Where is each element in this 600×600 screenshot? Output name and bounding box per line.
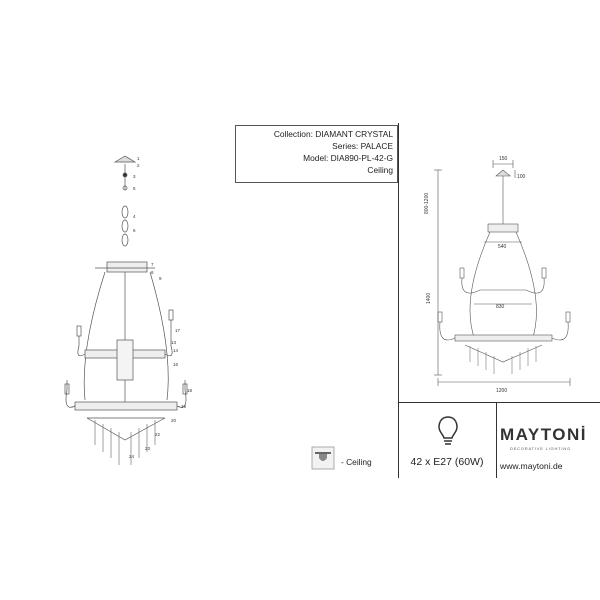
model-text: Model: DIA890-PL-42-G [303, 153, 393, 163]
technical-panel [398, 123, 600, 478]
brand-logo: MAYTONİ [500, 425, 588, 444]
svg-text:20: 20 [171, 418, 177, 423]
svg-text:6: 6 [133, 228, 136, 233]
collection-text: Collection: DIAMANT CRYSTAL [273, 129, 393, 139]
svg-text:5: 5 [133, 186, 136, 191]
svg-text:2: 2 [137, 163, 140, 168]
svg-text:17: 17 [175, 328, 181, 333]
brand-tagline: DECORATIVE LIGHTING [510, 446, 571, 451]
power-spec: 42 x E27 (60W) [410, 456, 484, 468]
product-info-box: Collection: DIAMANT CRYSTAL Series: PALA… [235, 125, 398, 183]
dim-top-label: 150 [499, 156, 508, 162]
panel-divider-horizontal [398, 402, 600, 403]
ceiling-label: - Ceiling [341, 457, 372, 467]
dim-body-height-label: 1400 [426, 293, 432, 304]
panel-divider-vertical [496, 402, 497, 478]
svg-text:24: 24 [129, 454, 135, 459]
svg-text:19: 19 [181, 404, 187, 409]
dim-ring-mid-label: 830 [496, 304, 505, 310]
light-bulb-icon [438, 416, 458, 445]
dim-ring-top-label: 540 [498, 244, 507, 250]
series-text: Series: PALACE [332, 141, 393, 151]
svg-text:18: 18 [187, 388, 193, 393]
svg-text:1: 1 [137, 156, 140, 161]
svg-text:23: 23 [145, 446, 151, 451]
dimension-drawing: 150 100 800-1200 1400 540 830 1200 [424, 156, 571, 394]
svg-text:16: 16 [173, 362, 179, 367]
dim-total-height-label: 800-1200 [424, 193, 430, 214]
svg-text:4: 4 [133, 214, 136, 219]
svg-text:7: 7 [151, 262, 154, 267]
ceiling-mount-icon [311, 446, 335, 470]
mount-text: Ceiling [367, 165, 393, 175]
dim-width-label: 1200 [496, 388, 507, 394]
svg-text:22: 22 [155, 432, 161, 437]
svg-text:8: 8 [151, 270, 154, 275]
svg-text:13: 13 [171, 340, 177, 345]
dim-canopy-label: 100 [517, 174, 526, 180]
svg-text:9: 9 [159, 276, 162, 281]
svg-text:14: 14 [173, 348, 179, 353]
svg-text:3: 3 [133, 174, 136, 179]
website-text: www.maytoni.de [500, 461, 563, 471]
